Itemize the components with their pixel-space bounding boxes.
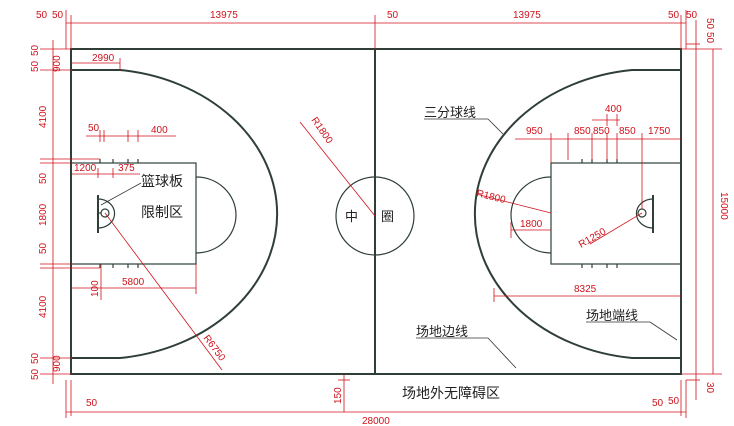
right-free-throw-arc xyxy=(510,176,552,254)
dim-right-400: 400 xyxy=(605,104,622,115)
dim-bottom-total: 28000 xyxy=(362,416,390,426)
left-dimension-chain: 50 50 900 4100 50 1800 50 4100 900 50 50 xyxy=(30,40,100,384)
court-lines xyxy=(70,48,682,375)
dim-right-1800: 1800 xyxy=(520,219,543,230)
dim-top-50c: 50 xyxy=(668,10,680,21)
label-backboard: 篮球板 xyxy=(141,174,183,190)
dim-right-r1800: R1800 xyxy=(475,188,507,206)
dim-left-50f: 50 xyxy=(38,242,49,254)
right-dimension-chain: 50 50 15000 30 50 xyxy=(668,18,729,407)
bottom-dimension-chain: 150 50 28000 50 xyxy=(65,374,687,426)
dim-left-900a: 900 xyxy=(52,55,63,72)
dim-850b: 850 xyxy=(593,126,610,137)
dim-right-50c: 50 xyxy=(668,396,680,407)
dim-r1250: R1250 xyxy=(577,226,608,250)
dim-left-50-small: 50 xyxy=(88,123,100,134)
dim-1750: 1750 xyxy=(648,126,671,137)
label-clearance-zone: 场地外无障碍区 xyxy=(402,386,500,402)
dim-375: 375 xyxy=(118,163,135,174)
left-half-dimensions: 2990 50 400 1200 375 100 5800 R6750 R180… xyxy=(71,53,376,371)
right-no-charge-arc xyxy=(635,198,654,229)
dim-right-50b: 50 xyxy=(704,32,715,44)
dim-left-4100a: 4100 xyxy=(38,105,49,128)
dim-left-400: 400 xyxy=(151,125,168,136)
left-no-charge-arc xyxy=(97,198,116,229)
left-free-throw-arc xyxy=(195,176,237,254)
label-endline: 场地端线 xyxy=(586,308,638,323)
dim-bottom-50a: 50 xyxy=(86,398,98,409)
dim-right-30: 30 xyxy=(704,382,715,394)
left-restricted-area xyxy=(70,162,197,265)
dim-top-left-half: 13975 xyxy=(210,10,238,21)
label-center-a: 中 xyxy=(345,209,358,224)
dim-top-50d: 50 xyxy=(686,10,698,21)
dim-left-50g: 50 xyxy=(30,352,41,364)
dim-bottom-50b: 50 xyxy=(652,398,664,409)
dim-left-50b: 50 xyxy=(30,60,41,72)
left-rim xyxy=(100,208,110,218)
label-restricted-area: 限制区 xyxy=(141,205,183,221)
dim-left-1800: 1800 xyxy=(38,203,49,226)
dim-left-900b: 900 xyxy=(52,355,63,372)
dim-left-4100b: 4100 xyxy=(38,295,49,318)
dim-5800: 5800 xyxy=(122,277,145,288)
labels: 篮球板 限制区 中 圈 三分球线 场地边线 场地端线 场地外无障碍区 xyxy=(100,105,678,402)
dim-8325: 8325 xyxy=(574,284,597,295)
dim-right-15000: 15000 xyxy=(718,192,729,220)
dim-bottom-150: 150 xyxy=(333,387,344,404)
label-three-point-line: 三分球线 xyxy=(424,105,476,120)
dim-left-50a: 50 xyxy=(30,44,41,56)
left-lane-marks xyxy=(99,159,139,268)
right-half-dimensions: 400 950 850 850 850 1750 R1800 1800 R125… xyxy=(475,104,681,302)
dim-right-50a: 50 xyxy=(704,18,715,30)
center-circle xyxy=(335,176,415,256)
right-restricted-area xyxy=(550,162,682,265)
label-sideline: 场地边线 xyxy=(416,324,468,339)
dim-2990: 2990 xyxy=(92,53,115,64)
dim-left-50e: 50 xyxy=(38,172,49,184)
dim-center-r1800: R1800 xyxy=(309,115,335,146)
dim-100: 100 xyxy=(90,280,101,297)
dim-1200: 1200 xyxy=(74,163,97,174)
dim-left-50h: 50 xyxy=(30,368,41,380)
dim-850a: 850 xyxy=(574,126,591,137)
label-center-b: 圈 xyxy=(381,209,394,224)
dim-850c: 850 xyxy=(619,126,636,137)
dim-top-50a: 50 xyxy=(36,10,48,21)
top-dimension-chain: 50 50 13975 50 13975 50 50 xyxy=(36,10,698,49)
right-lane-marks xyxy=(581,159,618,268)
left-three-point-line xyxy=(71,69,279,359)
dim-top-right-half: 13975 xyxy=(513,10,541,21)
dim-top-50b: 50 xyxy=(52,10,64,21)
dim-950: 950 xyxy=(526,126,543,137)
dim-top-mid-50: 50 xyxy=(387,10,399,21)
right-three-point-line xyxy=(473,69,681,359)
